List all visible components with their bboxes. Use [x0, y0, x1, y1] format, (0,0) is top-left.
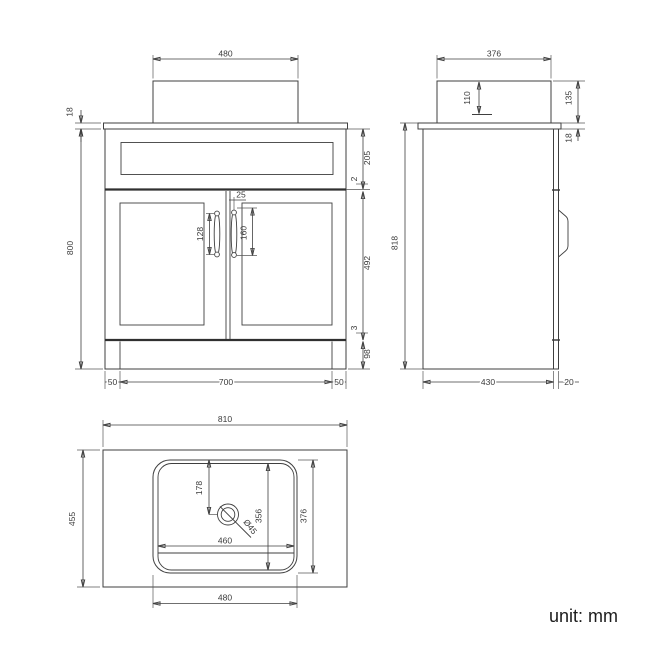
dim-door-height: 492	[362, 256, 372, 270]
dim-margin-right: 50	[334, 377, 344, 387]
dim-basin-inner-height: 110	[462, 91, 472, 105]
dim-countertop-width: 810	[218, 414, 232, 424]
dim-door-span: 700	[219, 377, 233, 387]
dim-side-basin-height: 135	[564, 91, 574, 105]
top-view: 810 455 178 356 376 460 480 Ø45	[67, 414, 348, 608]
dim-basin-inner-depth: 356	[254, 509, 264, 523]
dim-side-countertop: 18	[564, 133, 574, 143]
side-view-outline	[417, 80, 569, 370]
dim-handle-offset: 25	[236, 190, 246, 200]
front-view-outline	[103, 80, 348, 370]
dim-margin-left: 50	[108, 377, 118, 387]
side-view-dimensions: 376 110 135 18 818 430 20	[390, 49, 585, 389]
front-view-dimensions: 480 18 800 205 2 492 3 98 25 128 160 50 …	[65, 49, 372, 389]
dim-total-height: 818	[390, 236, 400, 250]
dim-left-handle: 128	[195, 227, 205, 241]
drain-leader-line	[219, 506, 252, 538]
dim-gap-bottom: 3	[349, 325, 359, 330]
dim-basin-width: 480	[218, 49, 232, 59]
dim-right-handle: 160	[239, 226, 249, 240]
side-handle-profile	[558, 209, 569, 258]
dim-gap-top: 2	[349, 176, 359, 181]
dim-door-thickness: 20	[564, 377, 574, 387]
top-view-outline	[102, 449, 348, 588]
dim-basin-outer-depth: 376	[299, 509, 309, 523]
dim-drain-offset: 178	[194, 481, 204, 495]
dim-cabinet-height: 800	[65, 241, 75, 255]
top-view-dimensions: 810 455 178 356 376 460 480 Ø45	[67, 414, 348, 608]
dim-cabinet-depth: 430	[481, 377, 495, 387]
dim-countertop-depth: 455	[67, 512, 77, 526]
side-view: 376 110 135 18 818 430 20	[390, 49, 585, 389]
dim-basin-outer-width: 480	[218, 593, 232, 603]
dim-plinth-height: 98	[362, 349, 372, 359]
unit-label: unit: mm	[549, 606, 619, 626]
door-handles	[213, 209, 238, 258]
dim-countertop-thickness: 18	[65, 107, 75, 117]
dim-side-basin-depth: 376	[487, 49, 501, 59]
front-view: 480 18 800 205 2 492 3 98 25 128 160 50 …	[65, 49, 372, 389]
dim-basin-inner-width: 460	[218, 536, 232, 546]
dim-drawer-height: 205	[362, 151, 372, 165]
